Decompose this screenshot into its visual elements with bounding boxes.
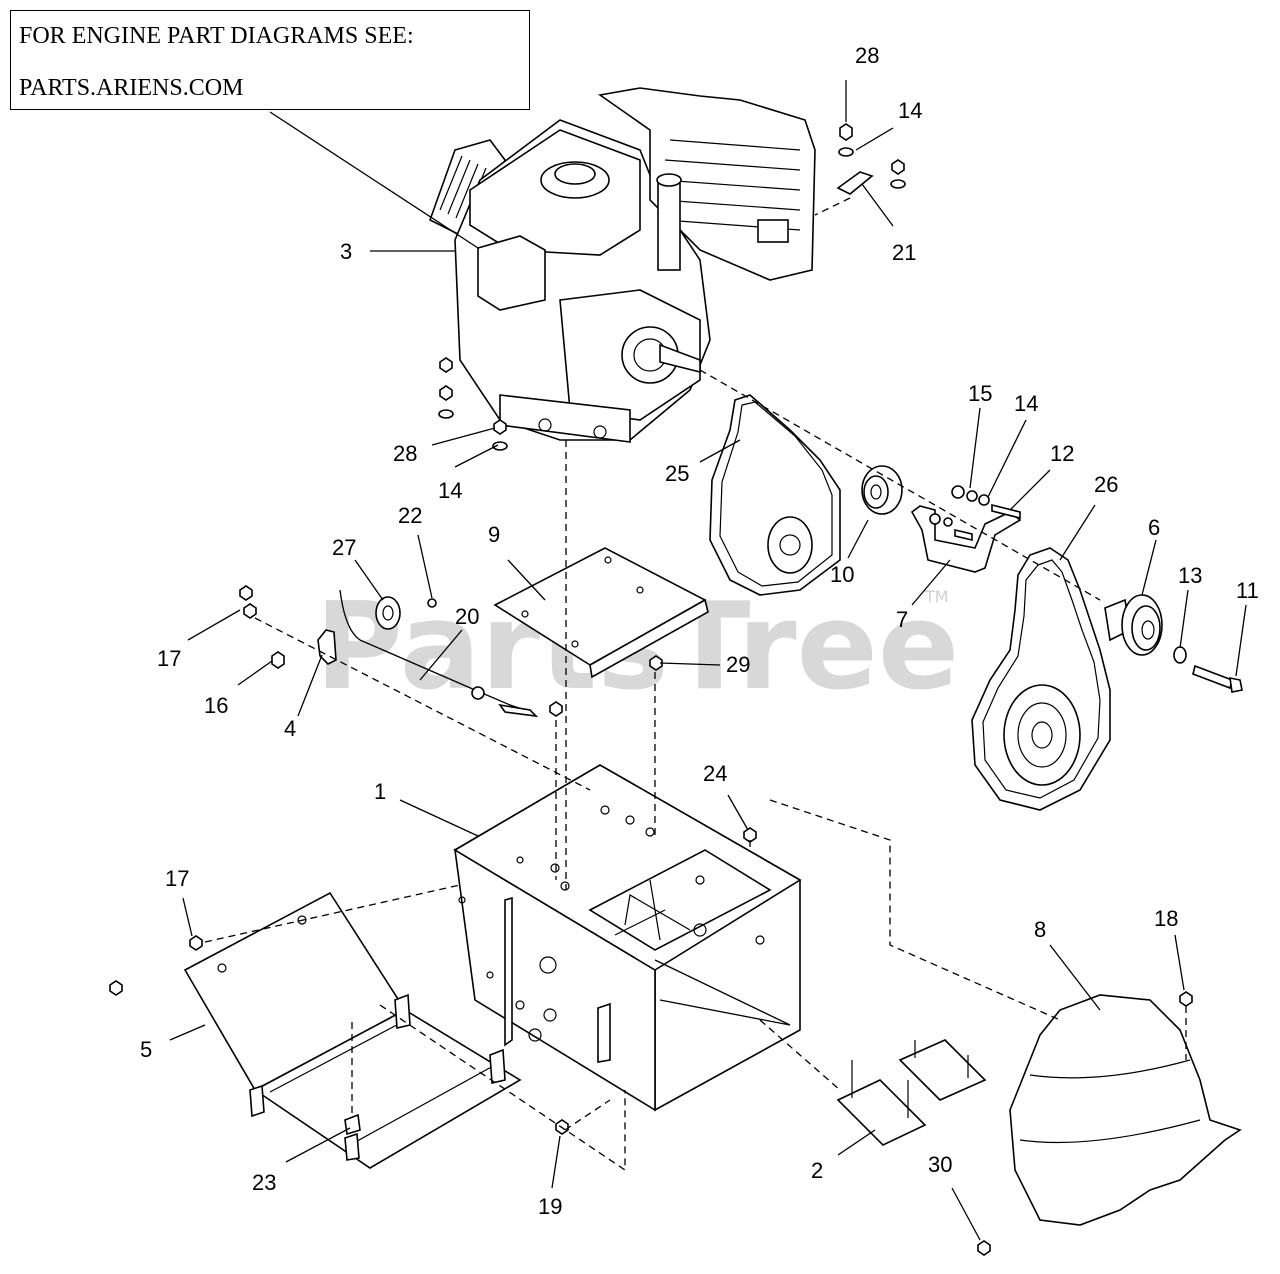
callout-numbers: 28 14 21 3 28 14 15 14 12 26 25 10 6 13 … xyxy=(140,43,1259,1219)
callout-17-lower: 17 xyxy=(165,866,189,891)
callout-16: 16 xyxy=(204,693,228,718)
callout-26: 26 xyxy=(1094,472,1118,497)
drive-belt-26 xyxy=(971,547,1111,811)
callout-8: 8 xyxy=(1034,917,1046,942)
screw-loose xyxy=(109,980,123,996)
callout-3: 3 xyxy=(340,239,352,264)
callout-14-idler: 14 xyxy=(1014,391,1038,416)
callout-11: 11 xyxy=(1236,578,1259,603)
callout-27: 27 xyxy=(332,535,356,560)
callout-1: 1 xyxy=(374,779,386,804)
callout-30: 30 xyxy=(928,1152,952,1177)
washer-13 xyxy=(1173,646,1187,664)
callout-6: 6 xyxy=(1148,515,1160,540)
callout-25: 25 xyxy=(665,461,689,486)
callout-15: 15 xyxy=(968,381,992,406)
callout-17-upper: 17 xyxy=(157,646,181,671)
bracket-2 xyxy=(836,1039,987,1146)
screw-17-lower xyxy=(189,935,203,951)
callout-29: 29 xyxy=(726,652,750,677)
cable-assembly xyxy=(239,585,539,718)
callout-14-top: 14 xyxy=(898,98,922,123)
callout-22: 22 xyxy=(398,503,422,528)
frame-1 xyxy=(453,764,802,1112)
screw-24 xyxy=(743,827,757,843)
callout-28-lower: 28 xyxy=(393,441,417,466)
callout-18: 18 xyxy=(1154,906,1178,931)
plate-9 xyxy=(493,547,709,679)
callout-24: 24 xyxy=(703,761,727,786)
engine-diagram-note: FOR ENGINE PART DIAGRAMS SEE: PARTS.ARIE… xyxy=(10,10,530,110)
callout-9: 9 xyxy=(488,522,500,547)
drive-pulley-6 xyxy=(1104,594,1163,656)
callout-13: 13 xyxy=(1178,563,1202,588)
screw-under-plate xyxy=(549,701,563,717)
callout-23: 23 xyxy=(252,1170,276,1195)
callout-28-top: 28 xyxy=(855,43,879,68)
bolt-11 xyxy=(1192,664,1243,693)
note-line-heading: FOR ENGINE PART DIAGRAMS SEE: xyxy=(19,23,414,49)
note-line-url: PARTS.ARIENS.COM xyxy=(19,75,244,101)
watermark-trademark: TM xyxy=(924,587,949,606)
assembly-lines xyxy=(204,197,1187,1172)
screw-18 xyxy=(1179,991,1193,1007)
callout-10: 10 xyxy=(830,562,854,587)
engine-pulley-10 xyxy=(861,465,903,515)
callout-19: 19 xyxy=(538,1194,562,1219)
callout-12: 12 xyxy=(1050,441,1074,466)
screw-30 xyxy=(977,1240,991,1256)
leader-lines xyxy=(169,80,1247,1241)
idler-bracket-7 xyxy=(910,485,1022,573)
screw-29 xyxy=(649,655,663,671)
engine xyxy=(429,87,816,443)
belt-cover-8 xyxy=(1009,994,1242,1226)
callout-7: 7 xyxy=(896,607,908,632)
callout-14-lower: 14 xyxy=(438,478,462,503)
callout-20: 20 xyxy=(455,604,479,629)
callout-2: 2 xyxy=(811,1158,823,1183)
callout-21: 21 xyxy=(892,240,916,265)
belt-guard-25 xyxy=(709,394,841,596)
callout-5: 5 xyxy=(140,1037,152,1062)
callout-4: 4 xyxy=(284,716,296,741)
tray-5 xyxy=(183,891,522,1169)
engine-hardware xyxy=(438,123,906,451)
